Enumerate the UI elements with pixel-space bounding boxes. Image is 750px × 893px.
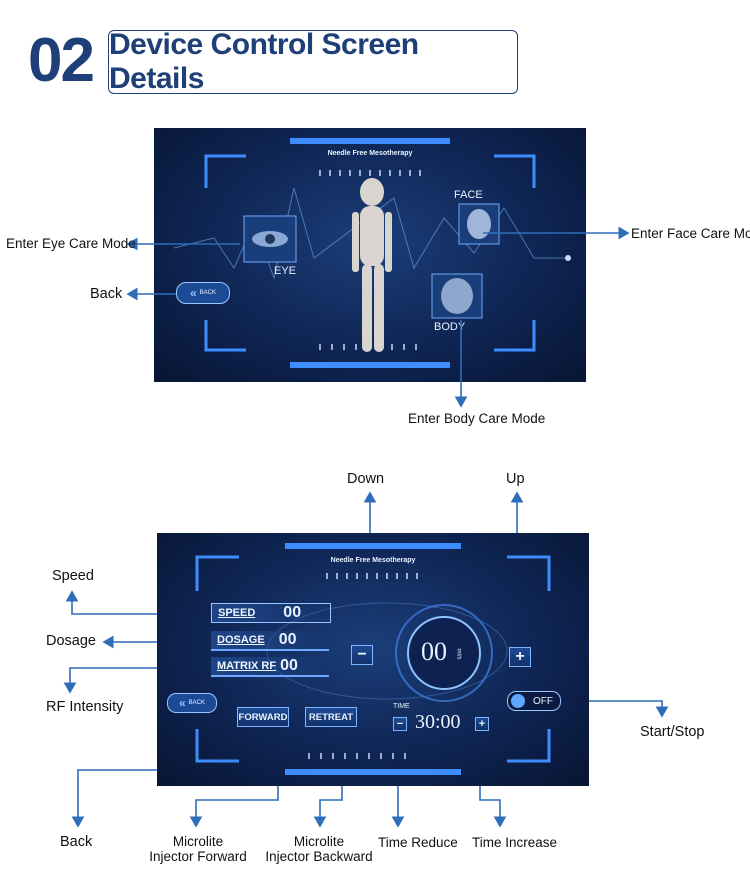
double-chevron-left-icon: « xyxy=(178,696,186,710)
matrix-rf-label: MATRIX RF xyxy=(217,660,277,672)
screen-heading: Needle Free Mesotherapy xyxy=(327,150,413,157)
callout-micro-forward-line2: Injector Forward xyxy=(149,849,247,864)
callout-up: Up xyxy=(506,471,525,487)
callout-micro-forward-line1: Microlite xyxy=(172,834,224,849)
callout-face-mode: Enter Face Care Mode xyxy=(631,226,750,241)
back-button[interactable]: « BACK xyxy=(176,282,230,304)
dial-unit: ml/s xyxy=(455,648,462,660)
speed-label: SPEED xyxy=(218,607,256,619)
back-button-label: BACK xyxy=(199,290,217,296)
time-increase-button[interactable]: + xyxy=(475,717,489,731)
callout-micro-backward: Microlite Injector Backward xyxy=(264,834,374,864)
dosage-up-button[interactable]: + xyxy=(509,647,531,667)
callout-start-stop: Start/Stop xyxy=(640,724,705,740)
zone-eye-label[interactable]: EYE xyxy=(274,265,297,277)
screen-frame-decor xyxy=(173,138,571,368)
double-chevron-left-icon: « xyxy=(189,286,197,300)
callout-micro-backward-line1: Microlite xyxy=(293,834,345,849)
speed-value: 00 xyxy=(283,604,302,621)
callout-speed: Speed xyxy=(52,568,94,584)
toggle-label: OFF xyxy=(533,695,553,707)
callout-back-2: Back xyxy=(60,834,93,850)
section-title-box: Device Control Screen Details xyxy=(108,28,518,95)
dosage-label: DOSAGE xyxy=(217,634,265,646)
callout-time-increase: Time Increase xyxy=(472,835,558,850)
speed-row[interactable]: SPEED 00 xyxy=(211,603,331,623)
callout-rf: RF Intensity xyxy=(46,699,124,715)
body-figure xyxy=(352,178,392,352)
home-screen: Needle Free Mesotherapy FACE EYE BODY « … xyxy=(154,128,586,382)
callout-time-reduce: Time Reduce xyxy=(378,835,458,850)
callout-eye-mode: Enter Eye Care Mode xyxy=(6,236,136,251)
dial-value: 00 xyxy=(421,637,447,666)
zone-face-label[interactable]: FACE xyxy=(454,189,483,201)
callout-back-1: Back xyxy=(90,286,123,302)
dosage-row[interactable]: DOSAGE 00 xyxy=(211,631,329,651)
callout-down: Down xyxy=(347,471,385,487)
callout-body-mode: Enter Body Care Mode xyxy=(408,411,546,426)
screen2-frame-decor xyxy=(195,543,551,775)
dosage-down-button[interactable]: − xyxy=(351,645,373,665)
time-label: TIME xyxy=(393,703,410,710)
matrix-rf-value: 00 xyxy=(280,657,298,674)
screen2-heading: Needle Free Mesotherapy xyxy=(330,557,416,564)
time-reduce-button[interactable]: − xyxy=(393,717,407,731)
retreat-button[interactable]: RETREAT xyxy=(305,707,357,727)
time-value: 30:00 xyxy=(415,711,461,733)
callout-micro-backward-line2: Injector Backward xyxy=(265,849,373,864)
section-number: 02 xyxy=(28,26,95,95)
callout-dosage: Dosage xyxy=(46,633,96,649)
callout-micro-forward: Microlite Injector Forward xyxy=(148,834,248,864)
power-toggle[interactable]: OFF xyxy=(507,691,561,711)
treatment-screen: Needle Free Mesotherapy SPEED 00 DOSAGE … xyxy=(157,533,589,786)
matrix-rf-row[interactable]: MATRIX RF 00 xyxy=(211,657,329,677)
forward-button[interactable]: FORWARD xyxy=(237,707,289,727)
back-button-2[interactable]: « BACK xyxy=(167,693,217,713)
section-title: Device Control Screen Details xyxy=(109,28,419,95)
toggle-knob xyxy=(511,694,525,708)
back-button-2-label: BACK xyxy=(188,700,206,706)
zone-body-label[interactable]: BODY xyxy=(434,321,466,333)
dosage-value: 00 xyxy=(278,631,297,648)
